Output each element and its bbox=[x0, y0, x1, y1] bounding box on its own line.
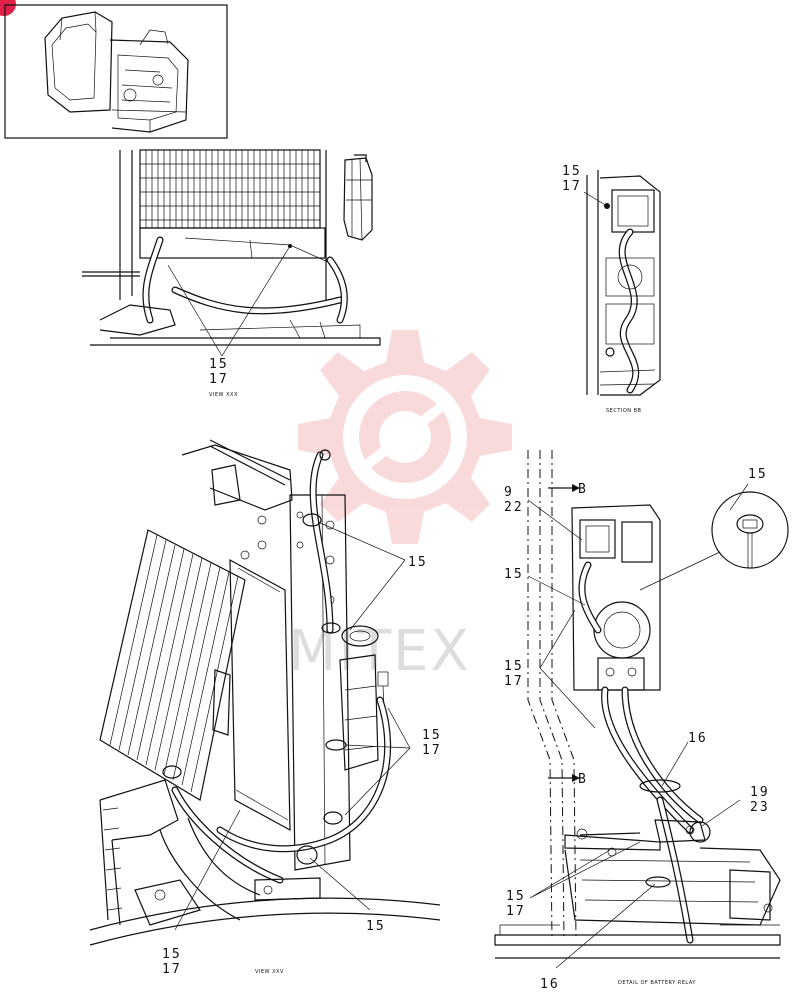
radiator-tilted bbox=[99, 529, 246, 801]
callout-view-xxv-2-sub: 17 bbox=[422, 743, 442, 758]
detail-battery-relay: B B bbox=[494, 450, 789, 992]
watermark-gear-logo bbox=[298, 330, 512, 544]
callout-detail-7: 15 bbox=[506, 889, 526, 904]
caption-view-xxx: VIEW XXX bbox=[209, 392, 238, 398]
callout-view-xxv-4-sub: 17 bbox=[162, 962, 182, 977]
callout-detail-2: 15 bbox=[504, 567, 524, 582]
watermark-text: MITEX bbox=[288, 619, 471, 684]
callout-detail-8: 16 bbox=[540, 977, 560, 992]
callout-view-xxv-4: 15 bbox=[162, 947, 182, 962]
callout-detail-5: 16 bbox=[688, 731, 708, 746]
caption-detail-battery-relay: DETAIL OF BATTERY RELAY bbox=[618, 980, 696, 986]
callout-detail-1: 9 bbox=[504, 485, 514, 500]
callout-view-xxx-1-sub: 17 bbox=[209, 372, 229, 387]
battery-relay-box bbox=[571, 504, 661, 691]
caption-section-bb: SECTION BB bbox=[606, 408, 642, 414]
callout-detail-6-sub: 23 bbox=[750, 800, 770, 815]
callout-detail-1-sub: 22 bbox=[504, 500, 524, 515]
radiator-core bbox=[139, 149, 321, 229]
callout-detail-3: 15 bbox=[504, 659, 524, 674]
section-marker-bottom: B bbox=[578, 772, 588, 787]
view-xxx: 15 17 VIEW XXX bbox=[82, 149, 381, 398]
callout-view-xxv-3: 15 bbox=[366, 919, 386, 934]
callout-detail-6: 19 bbox=[750, 785, 770, 800]
caption-view-xxv: VIEW XXV bbox=[255, 969, 284, 975]
detail-circle-inset bbox=[639, 491, 789, 591]
callout-section-bb-1-sub: 17 bbox=[562, 179, 582, 194]
callout-view-xxv-2: 15 bbox=[422, 728, 442, 743]
callout-view-xxx-1: 15 bbox=[209, 357, 229, 372]
callout-detail-3-sub: 17 bbox=[504, 674, 524, 689]
callout-section-bb-1: 15 bbox=[562, 164, 582, 179]
section-marker-top: B bbox=[578, 482, 588, 497]
section-bb: 15 17 SECTION BB bbox=[562, 164, 661, 414]
view-xxv: 15 15 17 15 15 17 VIEW XXV bbox=[89, 439, 442, 977]
inset-machine-overview bbox=[4, 4, 228, 139]
page-badge bbox=[0, 0, 16, 16]
callout-detail-7-sub: 17 bbox=[506, 904, 526, 919]
callout-detail-4: 15 bbox=[748, 467, 768, 482]
callout-view-xxv-1: 15 bbox=[408, 555, 428, 570]
